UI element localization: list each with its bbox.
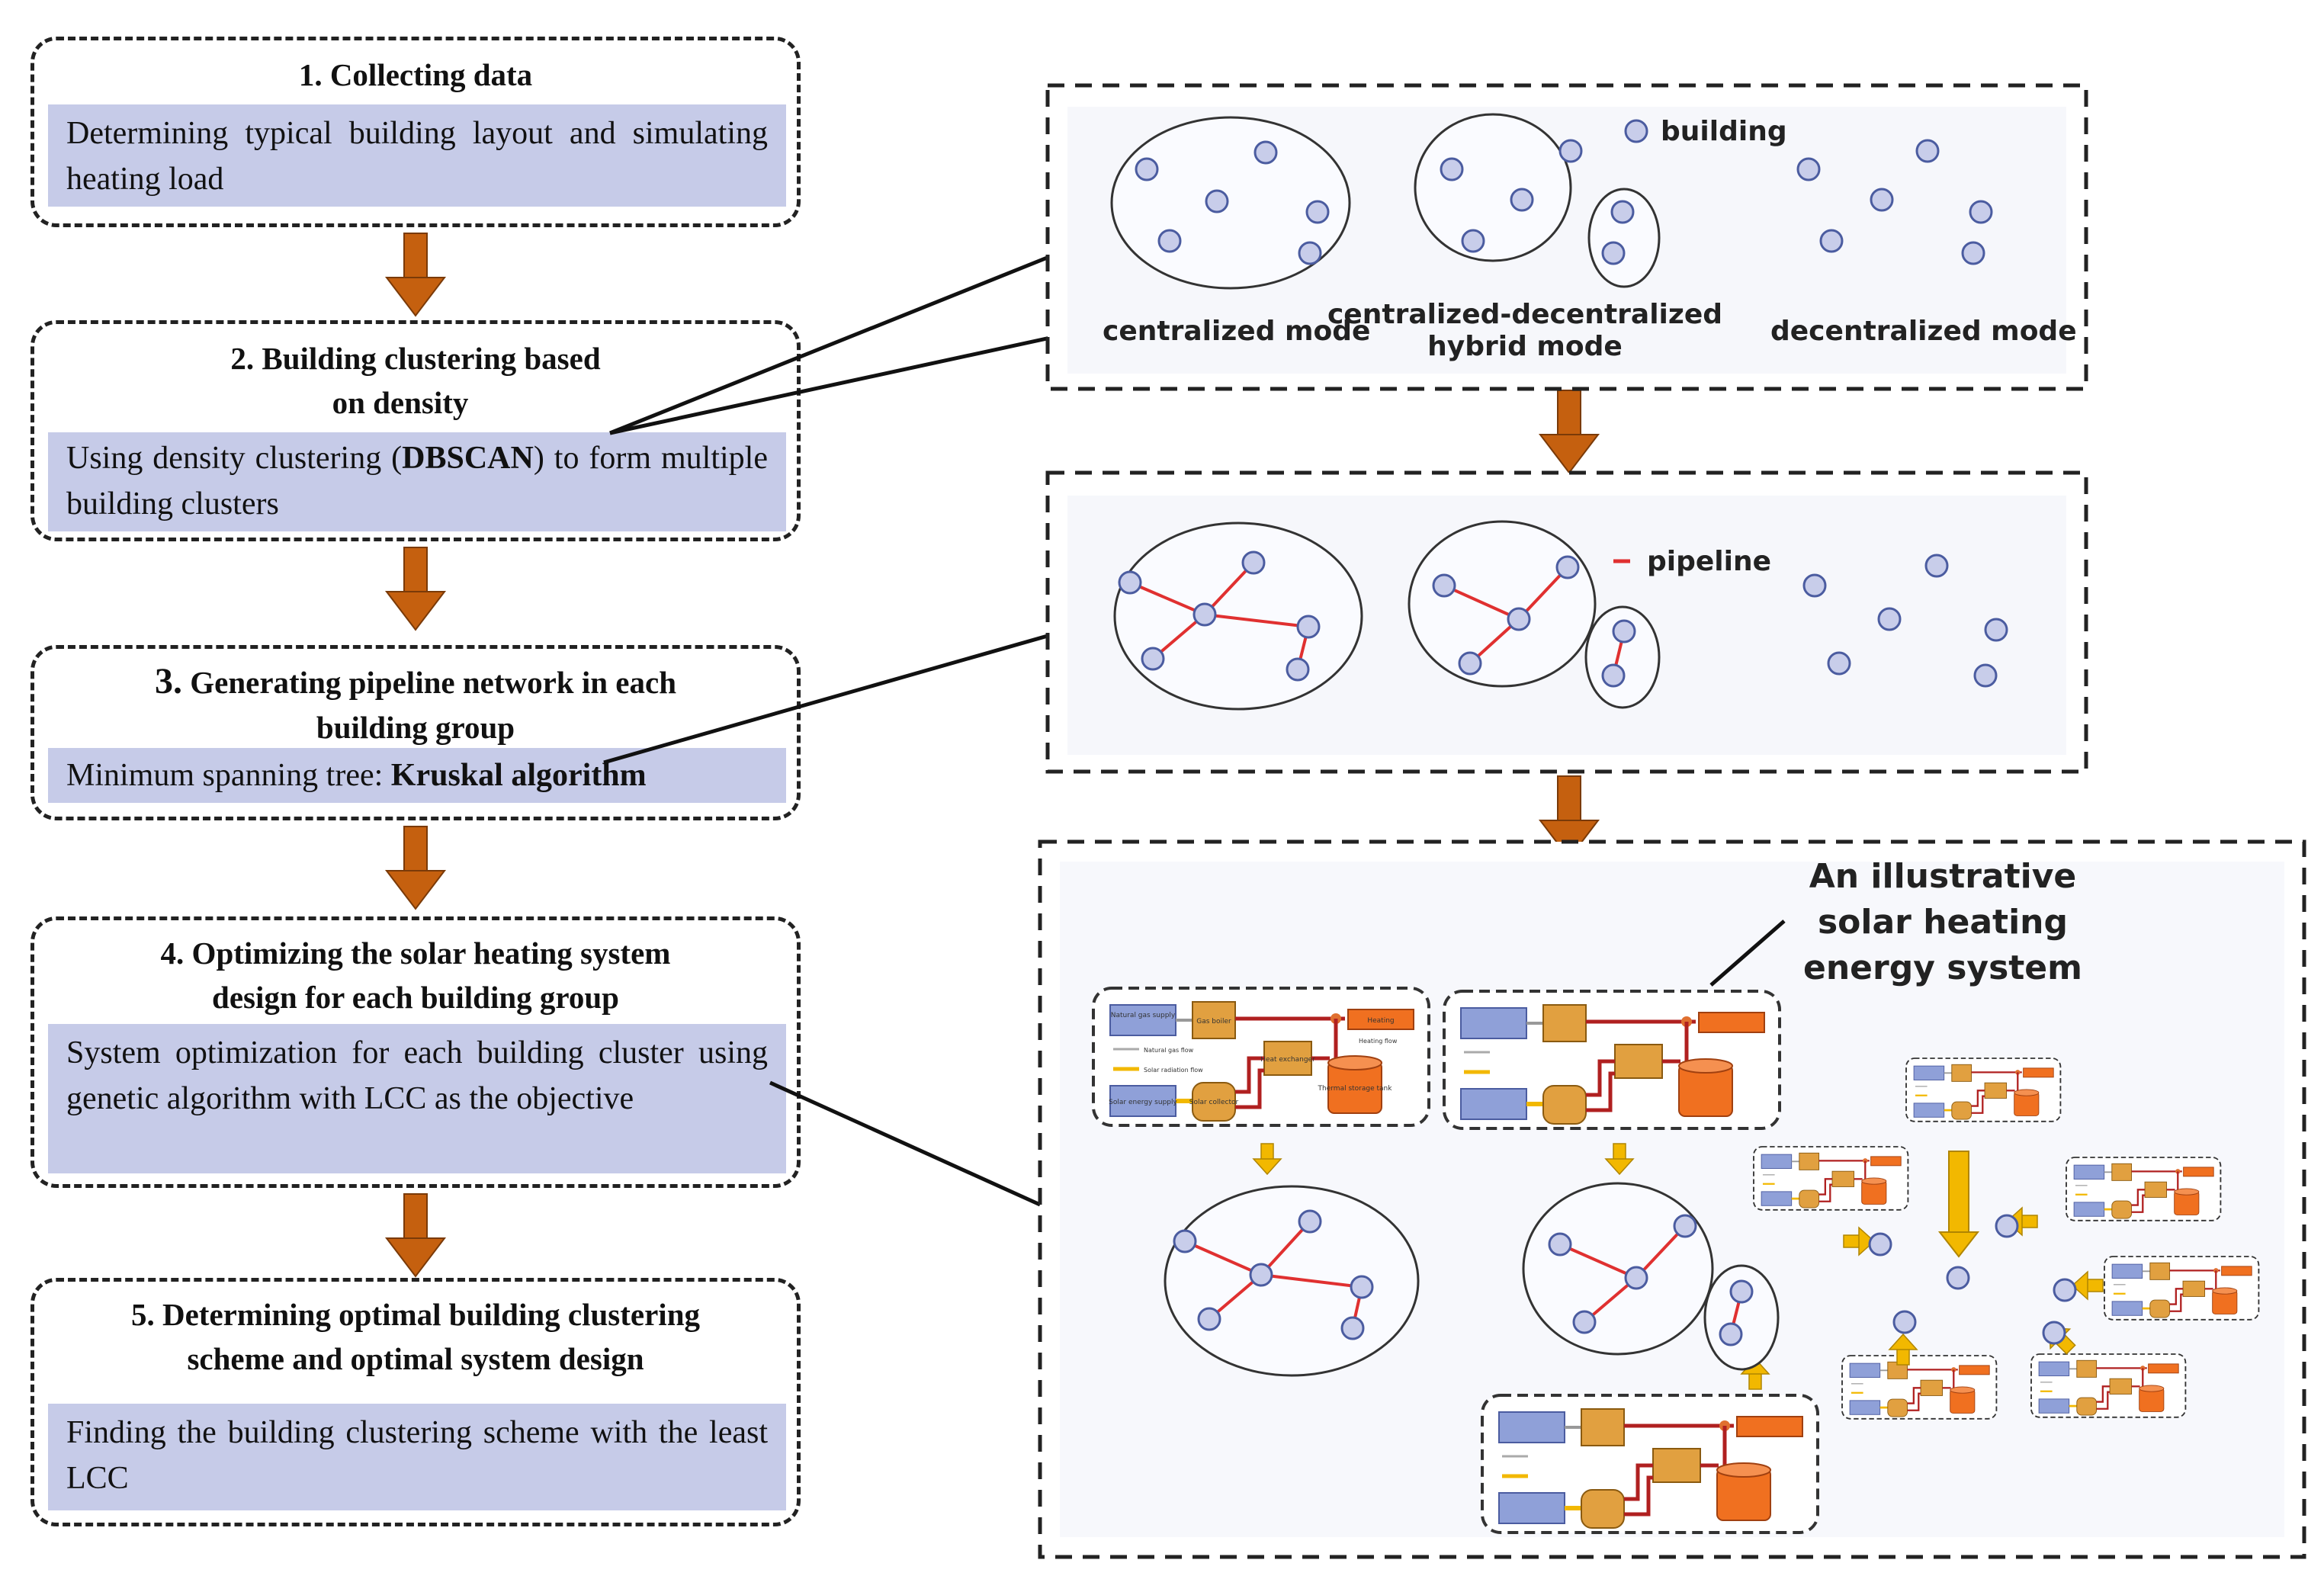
step-5-body: Finding the building clustering scheme w… bbox=[48, 1404, 786, 1510]
step-5-title-line-1: 5. Determining optimal building clusteri… bbox=[130, 1297, 700, 1332]
panel-clustering-modes: building centralized mode centralized-de… bbox=[1045, 83, 2088, 391]
step-4-body: System optimization for each building cl… bbox=[48, 1024, 786, 1173]
label-hybrid-mode-line-2: hybrid mode bbox=[1427, 331, 1623, 362]
panel-3-title-line-2: solar heating bbox=[1818, 903, 2068, 942]
step-1-box: 1. Collecting data Determining typical b… bbox=[30, 37, 801, 227]
svg-text:Solar radiation flow: Solar radiation flow bbox=[1144, 1067, 1203, 1074]
system-diagram-small-2 bbox=[1752, 1145, 1909, 1212]
step-4-title-line-2: design for each building group bbox=[212, 980, 619, 1015]
connector-step-2-centralized bbox=[609, 226, 1120, 435]
step-3-title-line-1: 3. Generating pipeline network in each bbox=[34, 660, 797, 705]
svg-text:Solar collector: Solar collector bbox=[1189, 1099, 1239, 1106]
step-2-body-post: ) to form multiple building clusters bbox=[66, 441, 768, 522]
step-5-title-line-2: scheme and optimal system design bbox=[187, 1341, 644, 1376]
panel-solar-system: An illustrative solar heating energy sys… bbox=[1038, 839, 2306, 1559]
svg-text:Heating flow: Heating flow bbox=[1359, 1038, 1398, 1045]
system-diagram-1: Natural gas supply Gas boiler Heating He… bbox=[1093, 988, 1429, 1125]
panel-pipeline-network: pipeline bbox=[1045, 470, 2088, 774]
arrow-step-3-to-4 bbox=[386, 826, 445, 910]
system-diagram-small-3 bbox=[2065, 1156, 2222, 1222]
step-2-title-line-1: 2. Building clustering based bbox=[230, 341, 601, 376]
cluster-optimized-3 bbox=[1703, 1264, 1780, 1371]
title-pointer-line bbox=[1709, 920, 1786, 987]
step-2-body-pre: Using density clustering ( bbox=[66, 441, 403, 476]
pipeline-edges-panel-2 bbox=[1129, 561, 1626, 676]
arrow-step-4-to-5 bbox=[386, 1193, 445, 1277]
system-diagram-small-5 bbox=[1841, 1354, 1998, 1420]
cluster-hybrid-main-piped bbox=[1408, 520, 1597, 688]
step-3-number: 3. bbox=[154, 661, 182, 701]
cluster-centralized-piped bbox=[1113, 522, 1363, 711]
building-nodes-panel-1 bbox=[1135, 139, 1993, 265]
panel-3-title-line-1: An illustrative bbox=[1809, 857, 2077, 896]
step-3-body-bold: Kruskal algorithm bbox=[390, 758, 647, 793]
svg-text:Solar energy supply: Solar energy supply bbox=[1109, 1099, 1177, 1106]
step-4-box: 4. Optimizing the solar heating system d… bbox=[30, 916, 801, 1188]
building-nodes-panel-2 bbox=[1118, 550, 2008, 688]
system-diagram-3 bbox=[1482, 1395, 1818, 1533]
step-1-title: 1. Collecting data bbox=[298, 57, 533, 92]
step-4-title-line-1: 4. Optimizing the solar heating system bbox=[160, 936, 671, 971]
step-3-body: Minimum spanning tree: Kruskal algorithm bbox=[48, 748, 786, 803]
svg-text:Natural gas flow: Natural gas flow bbox=[1144, 1047, 1194, 1054]
cluster-optimized-1 bbox=[1164, 1185, 1420, 1377]
label-centralized-mode: centralized mode bbox=[1103, 316, 1370, 347]
step-3-title-line-2: building group bbox=[316, 710, 515, 745]
arrow-step-2-to-3 bbox=[386, 547, 445, 631]
label-hybrid-mode-line-1: centralized-decentralized bbox=[1327, 299, 1722, 330]
arrow-panel-1-to-2 bbox=[1539, 390, 1599, 473]
svg-text:Heat exchanger: Heat exchanger bbox=[1260, 1056, 1315, 1064]
legend-building-node bbox=[1624, 119, 1648, 143]
system-diagram-2 bbox=[1444, 991, 1780, 1128]
step-1-body: Determining typical building layout and … bbox=[48, 104, 786, 207]
step-3-title-text: Generating pipeline network in each bbox=[181, 665, 676, 700]
building-nodes-panel-3 bbox=[1173, 1209, 2077, 1346]
svg-text:Thermal storage tank: Thermal storage tank bbox=[1318, 1085, 1393, 1093]
system-diagram-small-4 bbox=[2103, 1255, 2260, 1321]
step-3-body-pre: Minimum spanning tree: bbox=[66, 758, 391, 793]
arrow-step-1-to-2 bbox=[386, 233, 445, 316]
cluster-hybrid-main bbox=[1414, 113, 1572, 262]
system-diagram-small-1 bbox=[1905, 1057, 2062, 1123]
step-2-body-bold: DBSCAN bbox=[402, 441, 534, 476]
connector-step-4-system bbox=[769, 1080, 1042, 1207]
yellow-arrow-big bbox=[1937, 1151, 1980, 1258]
svg-text:Gas boiler: Gas boiler bbox=[1196, 1018, 1231, 1025]
panel-3-title-line-3: energy system bbox=[1803, 948, 2082, 987]
label-decentralized-mode: decentralized mode bbox=[1770, 316, 2077, 347]
svg-text:Natural gas supply: Natural gas supply bbox=[1111, 1012, 1176, 1019]
svg-text:Heating: Heating bbox=[1367, 1017, 1394, 1025]
step-5-box: 5. Determining optimal building clusteri… bbox=[30, 1278, 801, 1526]
system-diagram-small-6 bbox=[2030, 1353, 2187, 1419]
step-3-box: 3. Generating pipeline network in each b… bbox=[30, 645, 801, 820]
step-2-box: 2. Building clustering based on density … bbox=[30, 320, 801, 541]
step-2-title-line-2: on density bbox=[332, 385, 469, 420]
step-2-body: Using density clustering (DBSCAN) to for… bbox=[48, 432, 786, 531]
legend-pipeline-label: pipeline bbox=[1647, 546, 1771, 577]
legend-building-label: building bbox=[1661, 116, 1787, 147]
